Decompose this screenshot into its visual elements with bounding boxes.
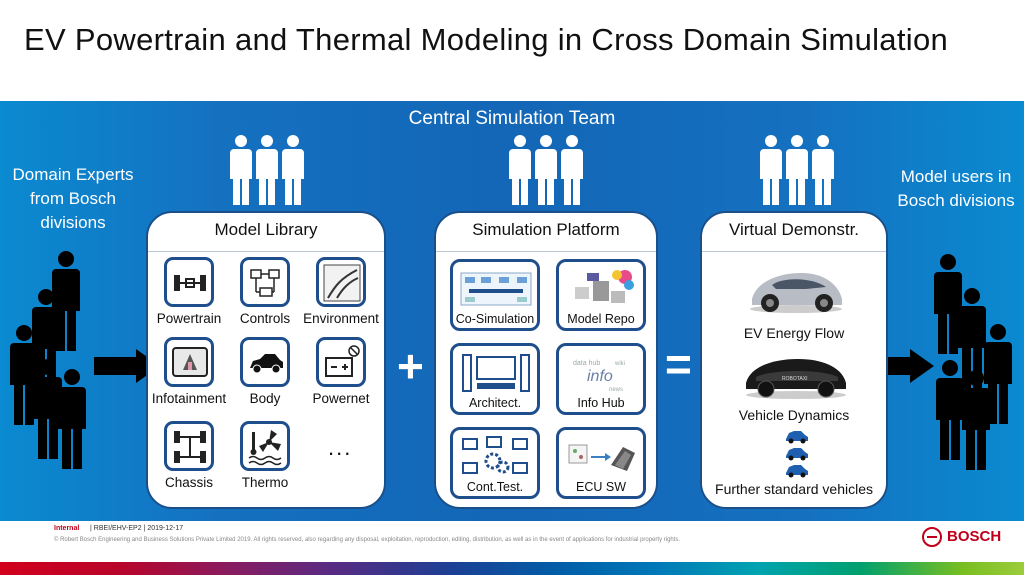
- svg-text:ROBOTAXI: ROBOTAXI: [782, 376, 807, 382]
- domain-experts-group-icon: [8, 251, 92, 471]
- co-simulation-label: Co-Simulation: [455, 312, 535, 326]
- team-icon-right: [760, 135, 834, 205]
- environment-icon[interactable]: [316, 257, 366, 307]
- model-repo-icon[interactable]: Model Repo: [556, 259, 646, 331]
- ecu-sw-label: ECU SW: [576, 480, 626, 494]
- svg-text:info: info: [587, 368, 613, 385]
- powertrain-label: Powertrain: [156, 311, 222, 326]
- bosch-supergraphic: [0, 562, 1024, 575]
- controls-icon[interactable]: [240, 257, 290, 307]
- thermo-label: Thermo: [241, 475, 289, 490]
- model-users-group-icon: [932, 254, 1018, 472]
- body-label: Body: [249, 391, 281, 406]
- vehicle-dynamics-label: Vehicle Dynamics: [738, 407, 850, 423]
- virtual-demonstrator-title: Virtual Demonstr.: [728, 220, 860, 239]
- simulation-platform-panel: Simulation Platform Co-Simulation Model …: [434, 211, 658, 509]
- fan-icon[interactable]: [240, 421, 290, 471]
- environment-label: Environment: [303, 311, 379, 326]
- panel-divider: [436, 251, 656, 252]
- controls-label: Controls: [239, 311, 291, 326]
- ev-energy-flow-label: EV Energy Flow: [743, 325, 845, 341]
- robotaxi-icon: ROBOTAXI: [742, 351, 850, 401]
- bosch-logo-icon: [922, 527, 942, 547]
- architecture-icon[interactable]: Architect.: [450, 343, 540, 415]
- equals-operator: =: [665, 338, 692, 390]
- team-icon-center: [509, 135, 583, 205]
- content-stage: Central Simulation Team Domain Experts f…: [0, 101, 1024, 521]
- cont-test-label: Cont.Test.: [466, 480, 524, 494]
- ecu-icon[interactable]: ECU SW: [556, 427, 646, 499]
- co-simulation-icon[interactable]: Co-Simulation: [450, 259, 540, 331]
- model-library-title: Model Library: [214, 220, 318, 239]
- ev-car-icon: [746, 263, 846, 315]
- architect-label: Architect.: [468, 396, 522, 410]
- classification-label: Internal: [54, 525, 80, 532]
- team-icon-left: [230, 135, 304, 205]
- infotainment-icon[interactable]: [164, 337, 214, 387]
- powernet-label: Powernet: [312, 391, 370, 406]
- svg-text:news: news: [609, 387, 623, 393]
- virtual-demonstrator-panel: Virtual Demonstr. EV Energy Flow ROBOTAX…: [700, 211, 888, 509]
- battery-icon[interactable]: [316, 337, 366, 387]
- plus-operator: +: [397, 340, 424, 392]
- car-body-icon[interactable]: [240, 337, 290, 387]
- central-team-label: Central Simulation Team: [408, 108, 616, 129]
- model-users-label: Model users in Bosch divisions: [897, 167, 1015, 210]
- svg-text:wiki: wiki: [614, 361, 625, 367]
- continuous-test-icon[interactable]: Cont.Test.: [450, 427, 540, 499]
- powertrain-icon[interactable]: [164, 257, 214, 307]
- document-code: | RBEI/EHV-EP2 | 2019-12-17: [90, 525, 184, 532]
- panel-divider: [702, 251, 886, 252]
- domain-experts-label: Domain Experts from Bosch divisions: [12, 165, 134, 232]
- further-vehicles-label: Further standard vehicles: [715, 481, 873, 497]
- small-cars-icon: [784, 427, 810, 479]
- chassis-icon[interactable]: [164, 421, 214, 471]
- model-library-panel: Model Library Powertrain Controls Enviro…: [146, 211, 386, 509]
- model-repo-label: Model Repo: [567, 312, 635, 326]
- more-models-ellipsis: ...: [328, 435, 353, 460]
- panel-divider: [148, 251, 384, 252]
- svg-text:data hub: data hub: [573, 360, 600, 367]
- bosch-brand: BOSCH: [947, 528, 1002, 545]
- slide-title: EV Powertrain and Thermal Modeling in Cr…: [24, 22, 949, 57]
- infotainment-label: Infotainment: [151, 391, 227, 406]
- info-hub-label: Info Hub: [577, 396, 625, 410]
- chassis-label: Chassis: [164, 475, 213, 490]
- copyright-notice: © Robert Bosch Engineering and Business …: [54, 537, 681, 543]
- simulation-platform-title: Simulation Platform: [472, 220, 620, 239]
